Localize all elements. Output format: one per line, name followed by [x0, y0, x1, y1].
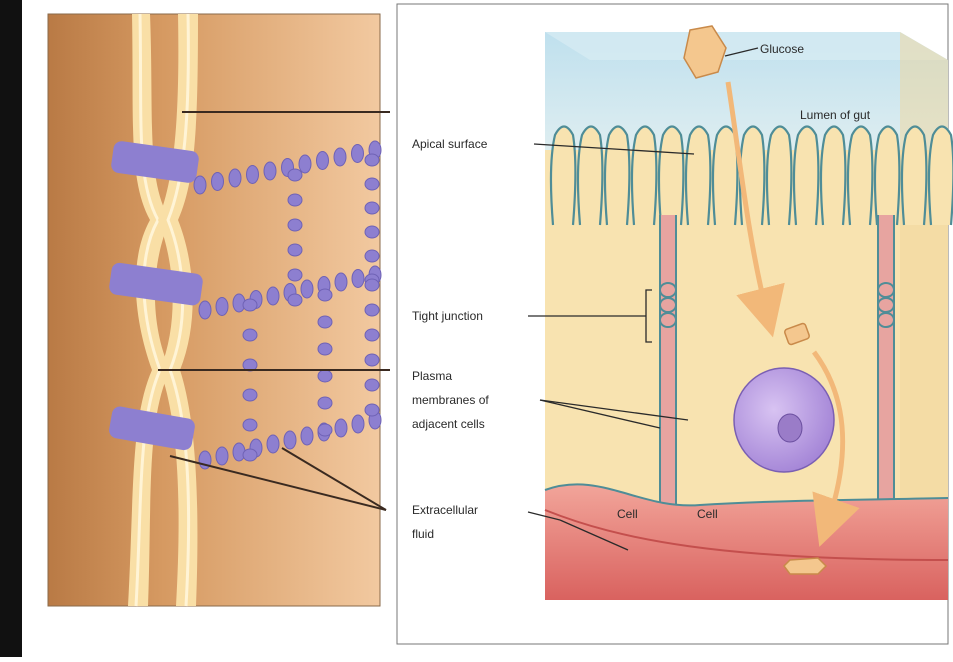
protein-bead — [318, 316, 332, 328]
protein-bead — [288, 169, 302, 181]
protein-bead — [243, 389, 257, 401]
protein-bead — [365, 202, 379, 214]
protein-bead — [335, 273, 347, 291]
protein-bead — [243, 419, 257, 431]
glucose-molecule-blood — [784, 558, 826, 574]
protein-bead — [365, 226, 379, 238]
protein-bead — [301, 427, 313, 445]
protein-bead — [318, 343, 332, 355]
label-glucose: Glucose — [760, 42, 804, 56]
label-extracellular-line-1: Extracellular — [412, 503, 478, 517]
protein-bead — [243, 449, 257, 461]
protein-bead — [301, 280, 313, 298]
protein-bead — [288, 294, 302, 306]
protein-bead — [212, 173, 224, 191]
protein-bead — [264, 162, 276, 180]
protein-bead — [365, 329, 379, 341]
label-cell-right: Cell — [697, 507, 718, 521]
protein-bead — [247, 166, 259, 184]
protein-bead — [365, 250, 379, 262]
microvillus — [551, 127, 575, 226]
protein-bead — [365, 178, 379, 190]
protein-bead — [365, 154, 379, 166]
protein-bead — [288, 269, 302, 281]
protein-bead — [267, 435, 279, 453]
microvilli — [551, 127, 953, 226]
protein-bead — [288, 194, 302, 206]
microvillus — [794, 127, 818, 226]
protein-bead — [243, 299, 257, 311]
microvillus — [848, 127, 872, 226]
microvillus — [821, 127, 845, 226]
microvillus — [632, 127, 656, 226]
left-edge-bar — [0, 0, 22, 657]
protein-bead — [233, 443, 245, 461]
protein-bead — [334, 148, 346, 166]
protein-bead — [365, 404, 379, 416]
protein-bead — [365, 279, 379, 291]
protein-bead — [216, 298, 228, 316]
nucleolus — [778, 414, 802, 442]
protein-bead — [199, 301, 211, 319]
protein-bead — [229, 169, 241, 187]
protein-bead — [299, 155, 311, 173]
microvillus — [578, 127, 602, 226]
microvillus — [713, 127, 737, 226]
protein-bead — [194, 176, 206, 194]
protein-bead — [267, 287, 279, 305]
label-tight-junction: Tight junction — [412, 309, 483, 323]
protein-bead — [318, 370, 332, 382]
protein-bead — [318, 424, 332, 436]
protein-bead — [352, 145, 364, 163]
protein-bead — [318, 397, 332, 409]
protein-bead — [288, 219, 302, 231]
microvillus — [902, 127, 926, 226]
label-plasma-line-2: membranes of — [412, 393, 489, 407]
protein-bead — [284, 431, 296, 449]
left-panel-illustration — [48, 14, 390, 606]
protein-bead — [352, 415, 364, 433]
protein-bead — [288, 244, 302, 256]
label-lumen-of-gut: Lumen of gut — [800, 108, 871, 122]
microvillus — [659, 127, 683, 226]
protein-bead — [335, 419, 347, 437]
label-apical-surface: Apical surface — [412, 137, 488, 151]
protein-bead — [243, 329, 257, 341]
label-extracellular-line-2: fluid — [412, 527, 434, 541]
protein-bead — [317, 152, 329, 170]
microvillus — [929, 127, 953, 226]
protein-bead — [365, 354, 379, 366]
label-plasma-line-1: Plasma — [412, 369, 452, 383]
protein-bead — [365, 304, 379, 316]
protein-bead — [318, 289, 332, 301]
protein-bead — [352, 270, 364, 288]
microvillus — [875, 127, 899, 226]
microvillus — [686, 127, 710, 226]
protein-bead — [216, 447, 228, 465]
protein-bead — [365, 379, 379, 391]
label-plasma-line-3: adjacent cells — [412, 417, 485, 431]
microvillus — [767, 127, 791, 226]
microvillus — [605, 127, 629, 226]
label-cell-left: Cell — [617, 507, 638, 521]
